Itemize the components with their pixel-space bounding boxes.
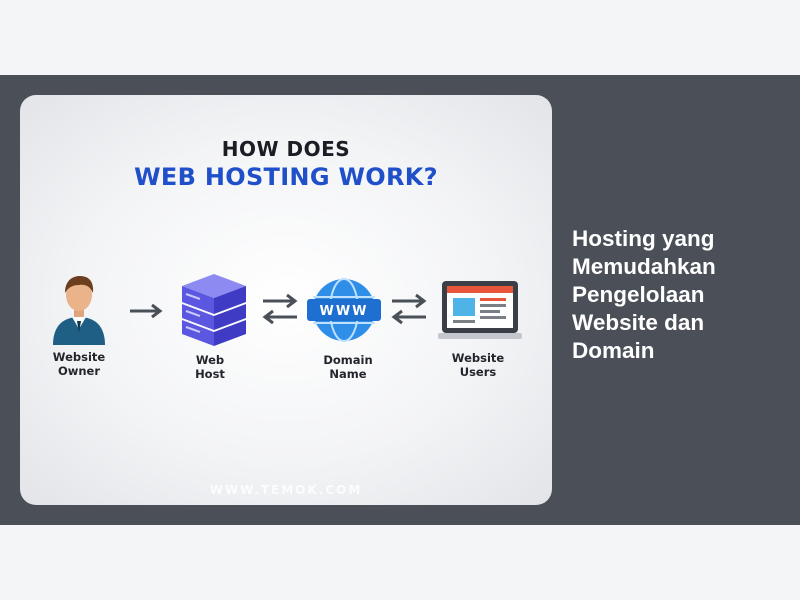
bidirectional-arrow-icon [391,293,427,325]
bidirectional-arrow-icon [262,293,298,325]
globe-www-icon: WWW [307,278,381,342]
headline-line: Memudahkan [572,254,716,279]
headline-line: Hosting yang [572,226,715,251]
headline-line: Pengelolaan [572,282,705,307]
node-label-web-host: Web Host [195,353,225,381]
headline-line: Domain [572,338,655,363]
server-icon [182,274,246,346]
arrow-right-icon [130,303,163,319]
person-icon [53,276,105,345]
headline: Hosting yang Memudahkan Pengelolaan Webs… [572,225,782,365]
node-label-website-users: Website Users [451,351,505,379]
watermark: WWW.TEMOK.COM [209,483,363,497]
infographic-image: HOW DOES WEB HOSTING WORK? [20,95,552,505]
node-label-website-owner: Website Owner [52,350,106,378]
node-label-domain-name: Domain Name [323,353,373,381]
globe-www-text: WWW [319,304,368,319]
infographic-title-line2: WEB HOSTING WORK? [134,163,438,191]
laptop-icon [438,281,522,339]
headline-line: Website dan [572,310,705,335]
infographic-title-line1: HOW DOES [221,137,351,161]
